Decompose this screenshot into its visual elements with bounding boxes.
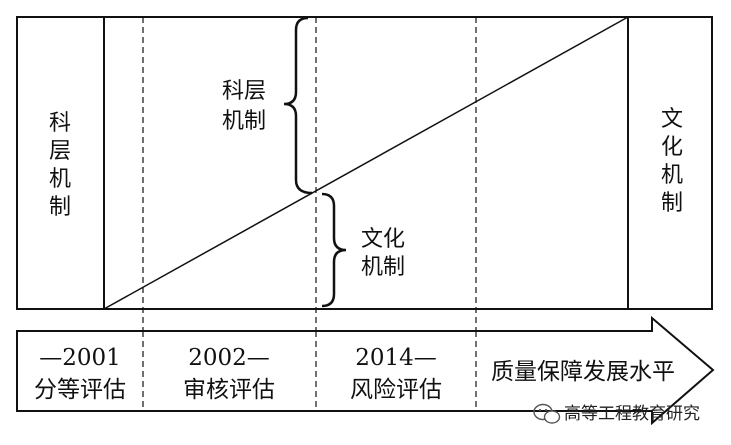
mechanism-panel: 科 层 机 制 文 化 机 制 科层 机制 文化 机制 (16, 16, 713, 412)
phase-4-label: 质量保障发展水平 (491, 359, 675, 385)
phase-3-name: 风险评估 (350, 377, 442, 403)
phase-1-year: —2001 (39, 345, 121, 371)
timeline-arrow: —2001 分等评估 2002— 审核评估 2014— 风险评估 质量保障发展水… (16, 315, 715, 426)
right-label-char: 文 (661, 107, 683, 132)
lower-brace-label: 文化 (361, 227, 405, 252)
phase-2-name: 审核评估 (183, 377, 275, 403)
upper-brace-label: 机制 (222, 109, 266, 134)
wechat-icon (533, 403, 561, 424)
upper-brace-label: 科层 (222, 79, 266, 104)
lower-brace-label: 机制 (361, 255, 405, 280)
left-label-char: 层 (49, 139, 71, 164)
left-label-char: 科 (49, 111, 71, 136)
transition-diagonal (103, 16, 629, 310)
upper-brace (283, 16, 313, 195)
left-label-char: 制 (49, 195, 71, 220)
right-label-char: 化 (661, 135, 683, 160)
watermark-text: 高等工程教育研究 (564, 404, 700, 424)
panel-frame (16, 16, 713, 310)
right-label-char: 制 (661, 191, 683, 216)
left-label-char: 机 (49, 167, 71, 192)
lower-brace (321, 192, 347, 308)
right-label-char: 机 (661, 163, 683, 188)
arrow-outline (16, 315, 715, 426)
phase-3-year: 2014— (355, 345, 437, 371)
phase-1-name: 分等评估 (34, 377, 126, 403)
phase-2-year: 2002— (188, 345, 270, 371)
watermark: 高等工程教育研究 (533, 403, 700, 424)
